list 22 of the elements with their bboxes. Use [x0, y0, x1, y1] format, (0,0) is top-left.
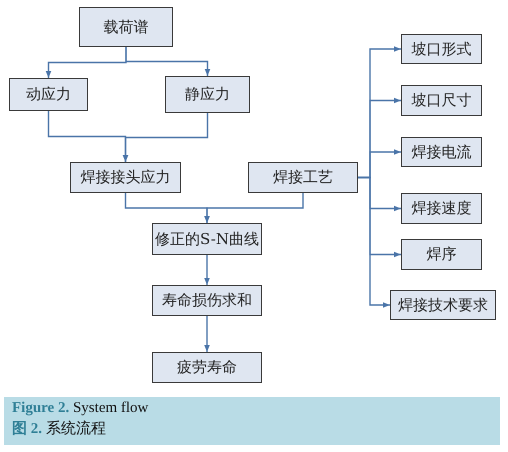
arrow	[125, 47, 210, 76]
figure-caption: 图 2. 系统流程	[12, 419, 106, 438]
process-box: 焊接速度	[401, 193, 482, 224]
process-box: 焊接工艺	[248, 162, 358, 193]
arrow	[358, 176, 390, 308]
arrow	[204, 193, 304, 223]
arrow	[204, 316, 210, 352]
process-box: 疲劳寿命	[152, 352, 262, 383]
figure-caption: Figure 2. System flow	[12, 400, 148, 417]
process-box: 修正的S-N曲线	[152, 223, 262, 255]
process-box: 动应力	[9, 78, 88, 111]
process-box: 载荷谱	[79, 7, 173, 47]
arrow	[122, 113, 208, 162]
process-box: 坡口尺寸	[401, 85, 482, 116]
process-box: 焊接技术要求	[390, 290, 496, 320]
process-box: 静应力	[165, 76, 250, 113]
process-box: 焊接接头应力	[70, 162, 181, 193]
process-box: 焊接电流	[401, 137, 482, 167]
process-box: 寿命损伤求和	[152, 285, 262, 316]
process-box: 焊序	[401, 239, 482, 270]
process-box: 坡口形式	[401, 34, 482, 64]
arrow	[204, 255, 210, 285]
